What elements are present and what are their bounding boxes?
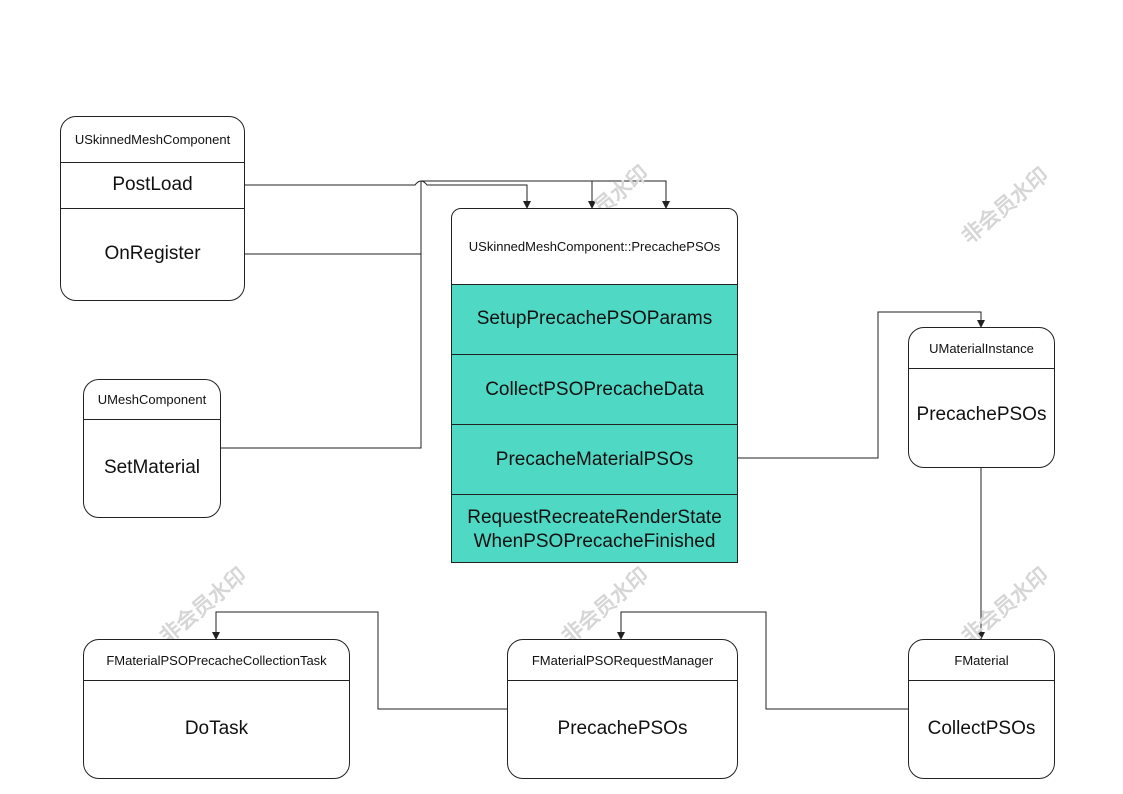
- step-line-2: WhenPSOPrecacheFinished: [473, 531, 716, 552]
- step-setup-params: SetupPrecachePSOParams: [452, 284, 737, 354]
- uskinnedmeshcomponent-node: USkinnedMeshComponent PostLoad OnRegiste…: [60, 116, 245, 301]
- edge-postload: [245, 180, 531, 209]
- edge-fmaterial-reqmgr: [617, 611, 908, 710]
- umeshcomponent-node: UMeshComponent SetMaterial: [83, 379, 221, 518]
- node-title: UMeshComponent: [97, 392, 207, 407]
- method-postload: PostLoad: [112, 174, 193, 195]
- method-onregister: OnRegister: [104, 243, 201, 264]
- step-collect-data: CollectPSOPrecacheData: [452, 354, 737, 425]
- step-precache-material: PrecacheMaterialPSOs: [452, 424, 737, 495]
- node-title: USkinnedMeshComponent::PrecachePSOs: [468, 239, 721, 254]
- fmaterialpsoprecachecollectiontask-node: FMaterialPSOPrecacheCollectionTask DoTas…: [83, 639, 350, 779]
- edge-reqmgr-task: [212, 611, 507, 710]
- method-precachepsos: PrecachePSOs: [916, 404, 1047, 425]
- node-title: FMaterialPSOPrecacheCollectionTask: [106, 652, 327, 668]
- step-line-1: RequestRecreateRenderState: [467, 507, 722, 528]
- fmaterialpsorequestmanager-node: FMaterialPSORequestManager PrecachePSOs: [507, 639, 738, 779]
- method-precachepsos: PrecachePSOs: [557, 718, 688, 739]
- node-title: FMaterialPSORequestManager: [531, 652, 714, 668]
- node-title: USkinnedMeshComponent: [74, 132, 231, 147]
- node-title: UMaterialInstance: [929, 340, 1034, 356]
- fmaterial-node: FMaterial CollectPSOs: [908, 639, 1055, 779]
- method-collectpsos: CollectPSOs: [927, 718, 1036, 739]
- edge-setmaterial: [221, 180, 670, 449]
- method-dotask: DoTask: [184, 718, 249, 739]
- precache-psos-node: USkinnedMeshComponent::PrecachePSOs Setu…: [451, 208, 738, 563]
- edge-precachematerial: [738, 311, 985, 459]
- step-request-recreate: RequestRecreateRenderState WhenPSOPrecac…: [452, 494, 737, 562]
- node-title: FMaterial: [954, 652, 1009, 668]
- method-setmaterial: SetMaterial: [103, 457, 201, 478]
- umaterialinstance-node: UMaterialInstance PrecachePSOs: [908, 327, 1055, 468]
